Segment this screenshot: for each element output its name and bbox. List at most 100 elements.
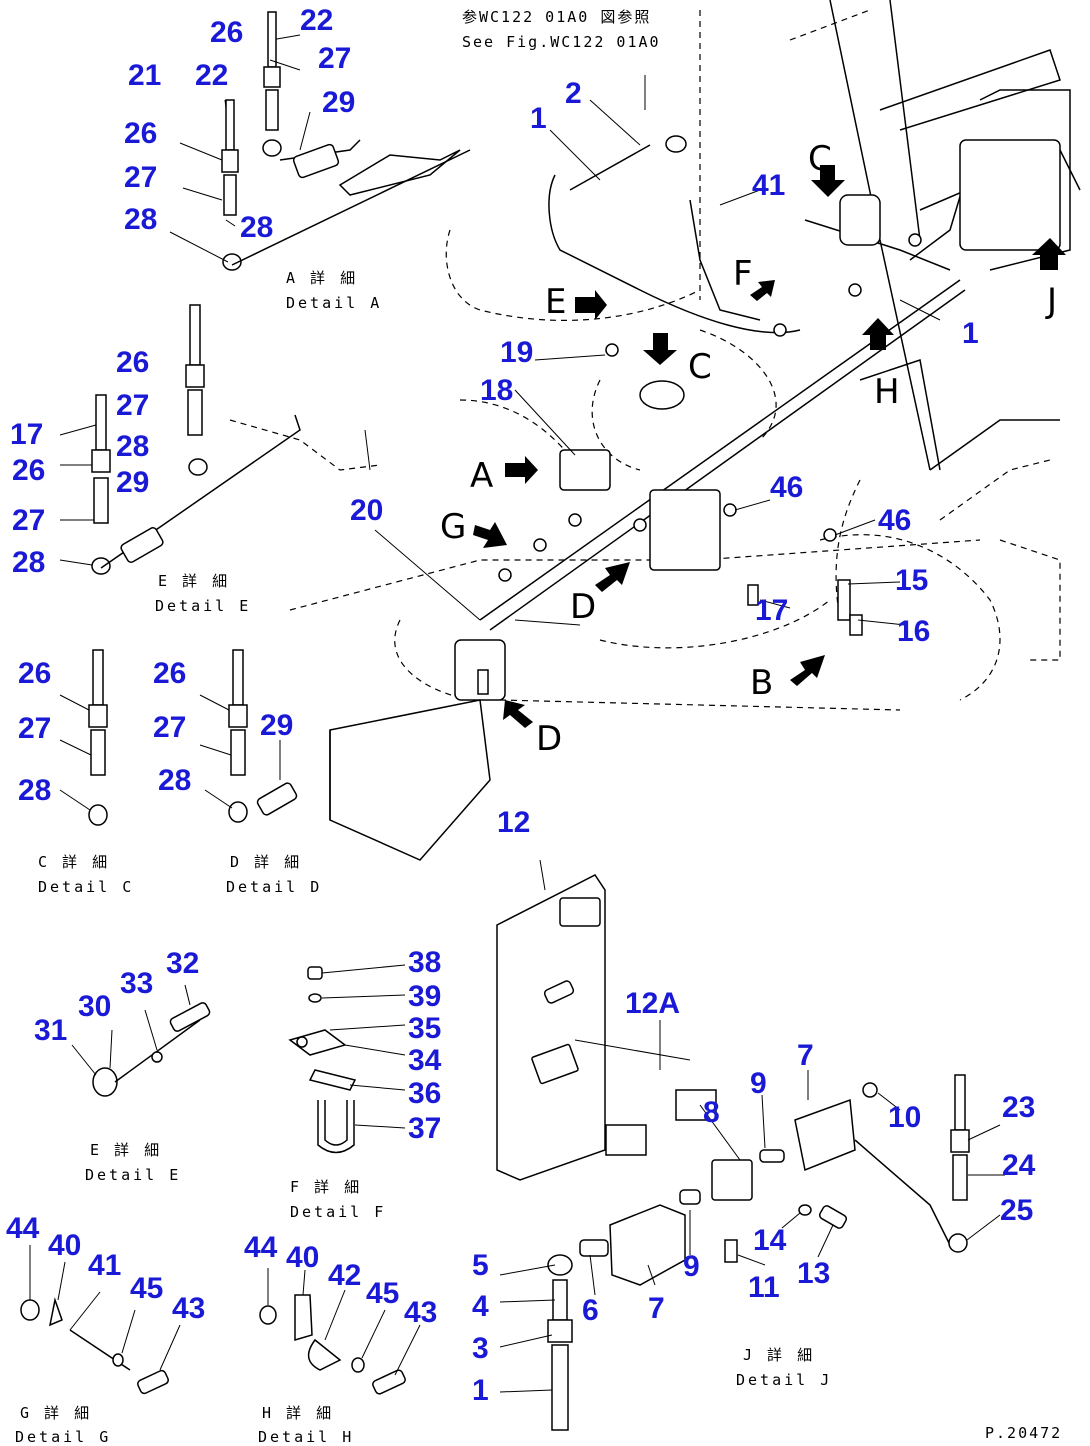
view-arrow-f xyxy=(750,280,775,301)
detail-c-caption-en: Detail C xyxy=(38,878,134,896)
callout-28-detail-e-b: 28 xyxy=(12,546,45,579)
callout-20: 20 xyxy=(350,494,383,527)
callout-44-detail-h: 44 xyxy=(244,1231,278,1264)
detail-j-caption-en: Detail J xyxy=(736,1371,832,1389)
callout-26-detail-e: 26 xyxy=(116,346,149,379)
main-assembly-drawing xyxy=(289,0,1081,861)
callout-10: 10 xyxy=(888,1101,921,1134)
detail-f-caption-jp: F 詳 細 xyxy=(290,1178,362,1196)
view-arrow-e xyxy=(575,290,607,320)
callout-30: 30 xyxy=(78,990,111,1023)
view-letter-g: G xyxy=(440,507,466,547)
detail-e-upper-drawing xyxy=(59,304,381,575)
detail-a-caption-en: Detail A xyxy=(286,294,382,312)
callout-27-detail-a-top: 27 xyxy=(318,42,351,75)
callout-26-detail-a-top: 26 xyxy=(210,16,243,49)
view-letter-b: B xyxy=(750,663,773,703)
callout-27-detail-e: 27 xyxy=(116,389,149,422)
view-letter-f: F xyxy=(733,254,753,294)
detail-e-lower-caption-en: Detail E xyxy=(85,1166,181,1184)
callout-21: 21 xyxy=(128,59,161,92)
detail-e-lower-drawing xyxy=(71,984,211,1097)
callout-28-detail-a: 28 xyxy=(124,203,157,236)
view-arrow-h xyxy=(862,318,894,350)
callout-41-main: 41 xyxy=(752,169,785,202)
detail-h-caption-en: Detail H xyxy=(258,1428,354,1446)
callout-33: 33 xyxy=(120,967,153,1000)
detail-f-drawing xyxy=(288,964,406,1154)
view-letter-e: E xyxy=(545,282,566,322)
view-arrow-a xyxy=(505,456,538,484)
detail-j-drawing xyxy=(496,859,1005,1431)
callout-12: 12 xyxy=(497,806,530,839)
callout-46-b: 46 xyxy=(878,504,911,537)
view-arrow-c-lower xyxy=(643,333,677,365)
callout-27-detail-a: 27 xyxy=(124,161,157,194)
callout-37: 37 xyxy=(408,1112,441,1145)
detail-a-caption-jp: A 詳 細 xyxy=(286,269,358,287)
callout-1-right: 1 xyxy=(962,317,979,350)
callout-13: 13 xyxy=(797,1257,830,1290)
view-arrow-b xyxy=(790,655,825,686)
detail-g-caption-jp: G 詳 細 xyxy=(20,1404,92,1422)
view-letter-h: H xyxy=(874,372,900,412)
callout-7-detail-j-top: 7 xyxy=(797,1039,814,1072)
view-letter-c-lower: C xyxy=(688,347,712,387)
detail-d-caption-en: Detail D xyxy=(226,878,322,896)
callout-43-detail-h: 43 xyxy=(404,1296,437,1329)
callout-22-detail-a-top: 22 xyxy=(300,4,333,37)
callout-1-detail-j: 1 xyxy=(472,1374,489,1407)
callout-26-detail-e-b: 26 xyxy=(12,454,45,487)
callout-28-detail-e: 28 xyxy=(116,430,149,463)
detail-a-drawing xyxy=(169,11,471,271)
callout-35: 35 xyxy=(408,1012,441,1045)
callout-28-detail-d: 28 xyxy=(158,764,191,797)
callout-29-detail-a: 29 xyxy=(322,86,355,119)
view-letter-a: A xyxy=(470,456,493,496)
callout-1-main: 1 xyxy=(530,102,547,135)
detail-d-drawing xyxy=(199,649,298,823)
detail-e-upper-caption-jp: E 詳 細 xyxy=(158,572,230,590)
callout-8: 8 xyxy=(703,1096,720,1129)
view-arrow-d-lower xyxy=(503,700,533,728)
callout-7-detail-j: 7 xyxy=(648,1292,665,1325)
callout-3: 3 xyxy=(472,1332,489,1365)
callout-4: 4 xyxy=(472,1290,489,1323)
callout-26-detail-c: 26 xyxy=(18,657,51,690)
detail-d-caption-jp: D 詳 細 xyxy=(230,853,302,871)
detail-e-upper-caption-en: Detail E xyxy=(155,597,251,615)
detail-h-caption-jp: H 詳 細 xyxy=(262,1404,334,1422)
callout-45-detail-g: 45 xyxy=(130,1272,163,1305)
callout-12a: 12A xyxy=(625,987,680,1020)
callout-2: 2 xyxy=(565,77,582,110)
callout-17-main: 17 xyxy=(755,594,788,627)
detail-e-lower-caption-jp: E 詳 細 xyxy=(90,1141,162,1159)
detail-j-caption-jp: J 詳 細 xyxy=(743,1346,815,1364)
view-letter-d-lower: D xyxy=(536,719,562,759)
view-letter-d-right: D xyxy=(570,587,596,627)
callout-9-detail-j: 9 xyxy=(683,1250,700,1283)
reference-line-jp: 参WC122 01A0 図参照 xyxy=(462,8,651,26)
view-arrow-c-upper xyxy=(811,165,845,197)
callout-41-detail-g: 41 xyxy=(88,1249,121,1282)
detail-h-drawing xyxy=(259,1268,421,1395)
callout-46-a: 46 xyxy=(770,471,803,504)
callout-16: 16 xyxy=(897,615,930,648)
view-letter-c-upper: C xyxy=(808,139,832,179)
callout-40-detail-g: 40 xyxy=(48,1229,81,1262)
callout-15: 15 xyxy=(895,564,928,597)
callout-28-detail-c: 28 xyxy=(18,774,51,807)
callout-24: 24 xyxy=(1002,1149,1036,1182)
callout-5: 5 xyxy=(472,1249,489,1282)
callout-9-detail-j-top: 9 xyxy=(750,1067,767,1100)
callout-31: 31 xyxy=(34,1014,67,1047)
view-arrow-j xyxy=(1032,238,1066,270)
detail-c-caption-jp: C 詳 細 xyxy=(38,853,110,871)
callout-44-detail-g: 44 xyxy=(6,1212,40,1245)
view-arrow-g xyxy=(473,522,507,548)
view-arrow-d-right xyxy=(595,562,630,592)
drawing-number: P.20472 xyxy=(985,1424,1062,1442)
detail-g-drawing xyxy=(20,1245,181,1395)
callout-34: 34 xyxy=(408,1044,442,1077)
